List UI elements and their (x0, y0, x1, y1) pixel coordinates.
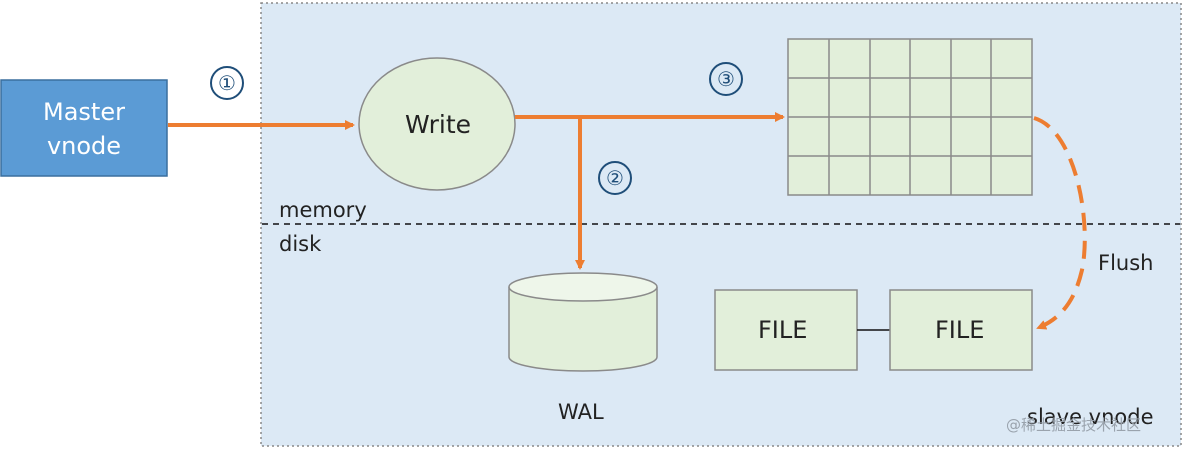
step-1-marker: ① (210, 66, 244, 100)
master-vnode-label: Master vnode (0, 95, 168, 163)
watermark-text: @稀土掘金技术社区 (1006, 416, 1142, 434)
wal-cylinder (508, 272, 658, 372)
file-label-2: FILE (935, 316, 985, 344)
write-node (358, 57, 516, 191)
master-vnode-box (0, 79, 168, 177)
step-3-marker: ③ (709, 62, 743, 96)
file-label-1: FILE (758, 316, 808, 344)
disk-label: disk (279, 232, 322, 256)
master-vnode-line2: vnode (46, 132, 122, 160)
file-box-2 (889, 289, 1033, 371)
memtable-grid (787, 38, 1033, 196)
write-label: Write (405, 110, 472, 139)
master-vnode-line1: Master (43, 98, 125, 126)
flush-label: Flush (1098, 251, 1154, 275)
memory-label: memory (279, 198, 367, 222)
file-box-1 (714, 289, 858, 371)
wal-label: WAL (558, 400, 604, 424)
flush-arrow (1033, 116, 1087, 330)
step-2-marker: ② (598, 161, 632, 195)
slave-vnode-label: slave vnode (1027, 405, 1154, 429)
